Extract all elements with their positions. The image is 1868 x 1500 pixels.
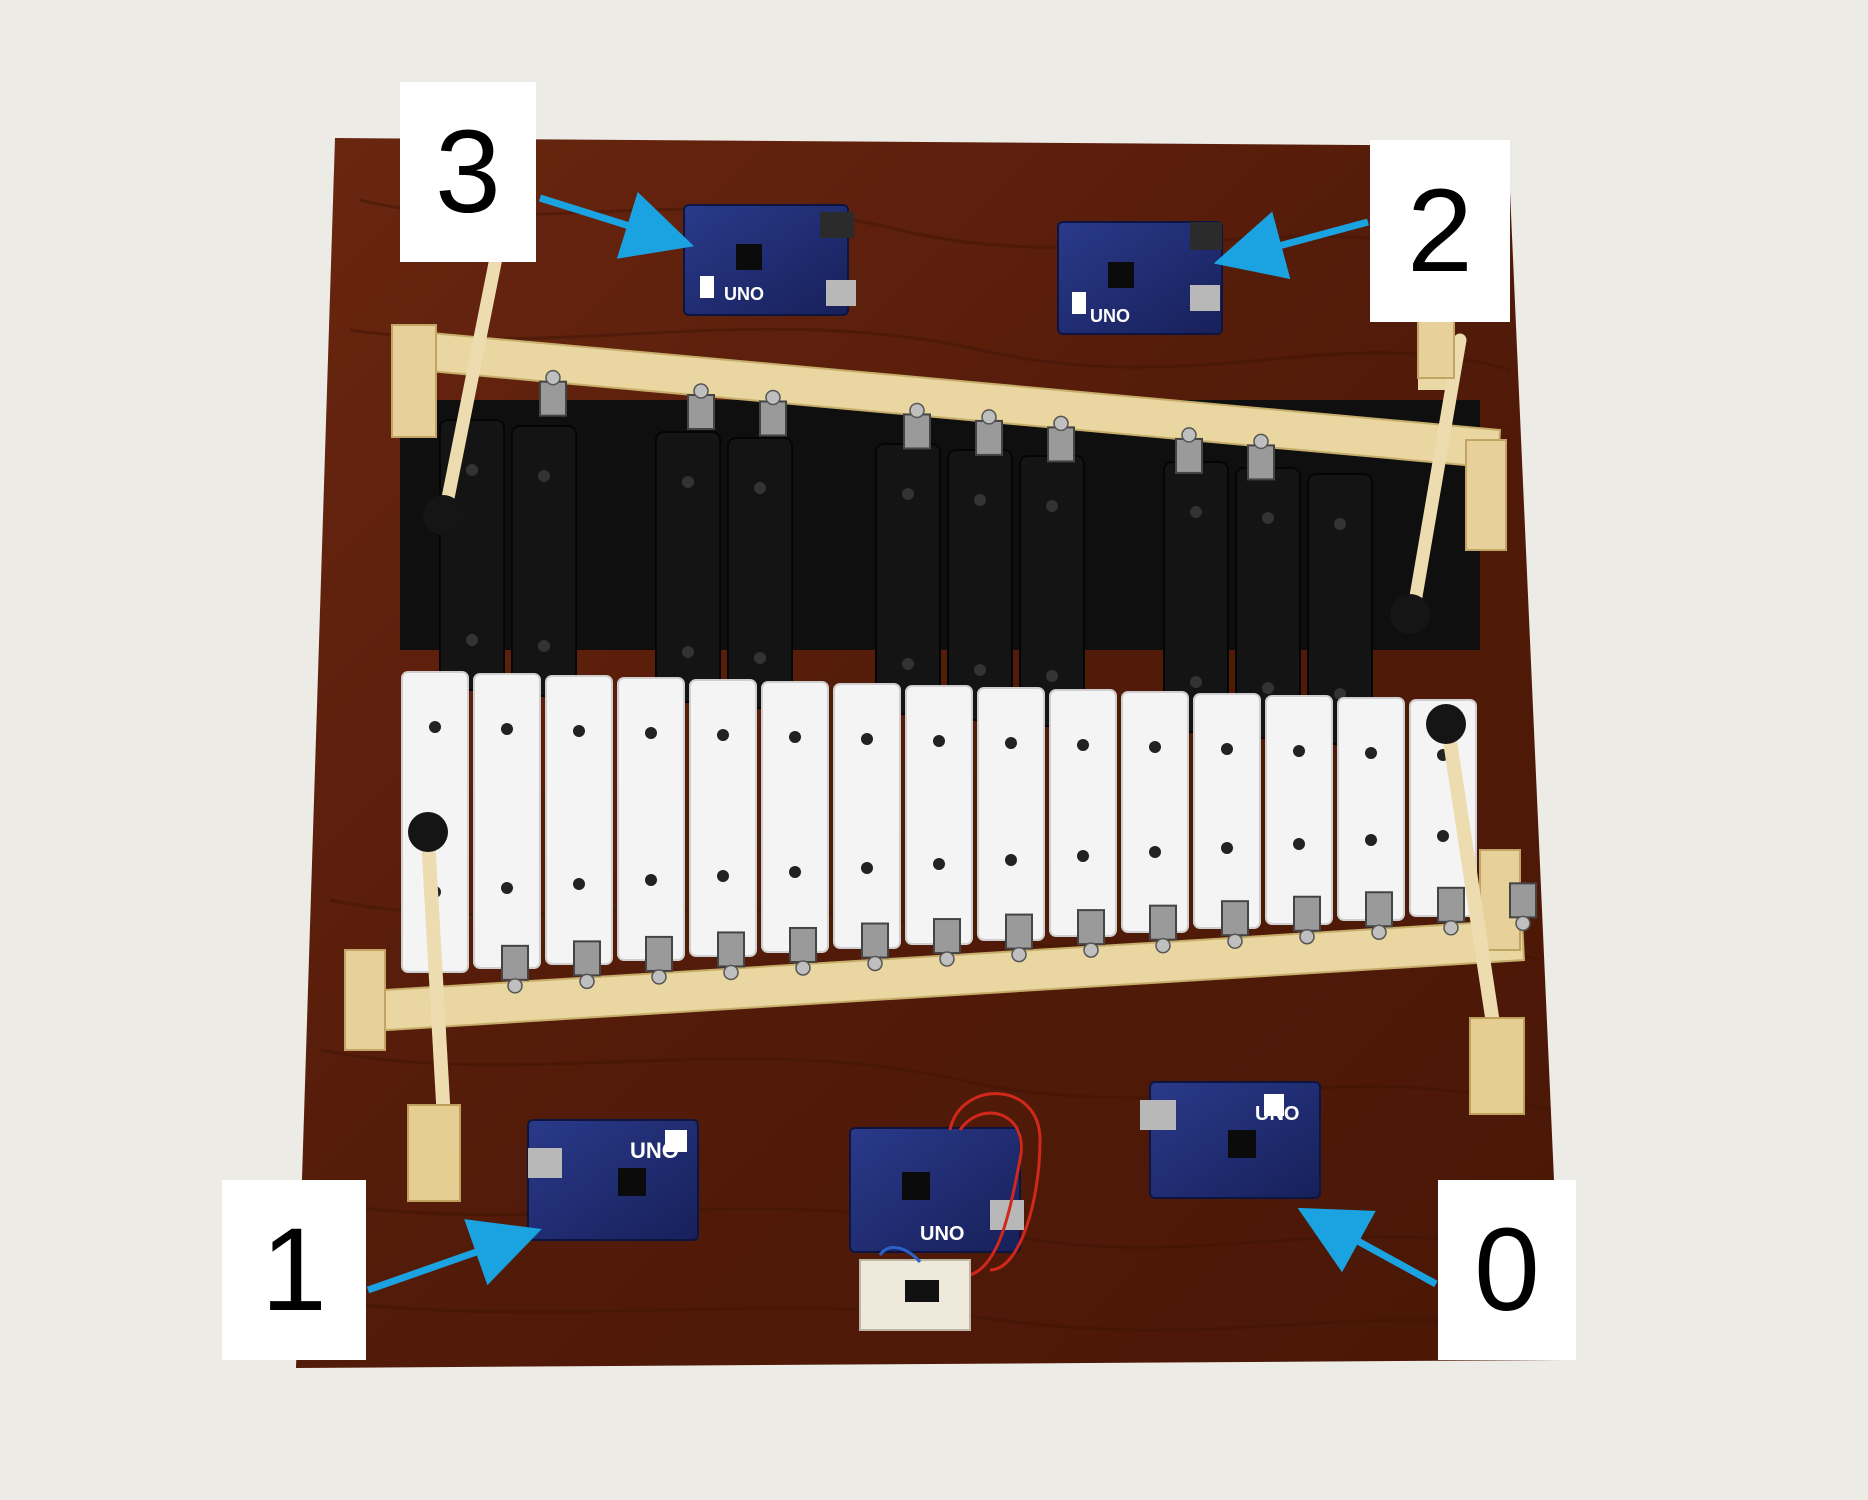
solenoid — [717, 931, 745, 981]
lower-pine-frame — [344, 849, 1526, 1051]
solenoid — [1293, 895, 1321, 945]
arduino-board-2: UNO — [1057, 221, 1223, 335]
callout-label-1: 1 — [222, 1180, 366, 1360]
solenoid — [1005, 913, 1033, 963]
solenoid — [1509, 882, 1537, 932]
solenoid — [687, 383, 715, 430]
white-natural-bars — [401, 671, 1477, 973]
white-bar — [977, 687, 1045, 941]
white-bar — [545, 675, 613, 965]
white-bar — [473, 673, 541, 969]
white-bar — [905, 685, 973, 945]
solenoid — [539, 369, 567, 417]
white-bar — [1193, 693, 1261, 929]
solenoid — [1365, 891, 1393, 941]
solenoid — [1149, 904, 1177, 954]
breadboard — [859, 1245, 971, 1331]
solenoid — [903, 402, 931, 450]
white-bar — [1049, 689, 1117, 937]
solenoid — [789, 926, 817, 976]
solenoid — [1221, 900, 1249, 949]
black-bar — [511, 425, 577, 697]
mallet-bottom-right — [1426, 704, 1525, 1115]
arduino-board-1: UNO — [527, 1119, 699, 1241]
black-bar — [947, 449, 1013, 721]
board-silk-uno: UNO — [920, 1223, 964, 1245]
solenoid — [645, 935, 673, 985]
arrow-to-board-3 — [538, 191, 695, 259]
white-bar — [761, 681, 829, 953]
solenoid — [1247, 433, 1275, 481]
arduino-board-3: UNO — [683, 204, 856, 316]
mallet-top-left — [423, 251, 503, 535]
black-bar — [727, 437, 793, 709]
lower-solenoid-row — [501, 882, 1537, 994]
board-silk-uno: UNO — [630, 1138, 679, 1163]
callout-arrows — [366, 191, 1438, 1294]
solenoid — [573, 940, 601, 990]
black-bar — [875, 443, 941, 715]
solenoid — [1077, 909, 1105, 958]
solenoid — [1437, 886, 1465, 936]
arrow-to-board-0 — [1297, 1207, 1438, 1288]
board-silk-uno: UNO — [1090, 306, 1130, 326]
arrow-to-board-1 — [366, 1219, 542, 1294]
solenoid — [861, 922, 889, 972]
solenoid — [1175, 427, 1203, 474]
board-silk-uno: UNO — [1255, 1103, 1299, 1125]
black-bar — [655, 431, 721, 703]
white-bar — [617, 677, 685, 961]
solenoid — [759, 389, 787, 437]
upper-solenoid-row — [539, 369, 1275, 481]
white-bar — [1337, 697, 1405, 921]
white-bar — [1121, 691, 1189, 933]
solenoid — [975, 409, 1003, 456]
white-bar — [833, 683, 901, 949]
white-bar — [1265, 695, 1333, 925]
mallet-top-right — [1390, 317, 1467, 634]
white-bar — [689, 679, 757, 957]
arrow-to-board-2 — [1213, 211, 1369, 280]
solenoid — [933, 918, 961, 967]
board-silk-uno: UNO — [724, 284, 764, 304]
callout-label-0: 0 — [1438, 1180, 1576, 1360]
arduino-board-0: UNO — [1140, 1081, 1321, 1199]
arduino-board-center: UNO — [849, 1092, 1042, 1277]
callout-label-3: 3 — [400, 82, 536, 262]
callout-label-2: 2 — [1370, 140, 1510, 322]
black-bar — [1019, 455, 1085, 727]
solenoid — [1047, 415, 1075, 463]
mallet-bottom-left — [407, 812, 461, 1202]
solenoid — [501, 944, 529, 994]
